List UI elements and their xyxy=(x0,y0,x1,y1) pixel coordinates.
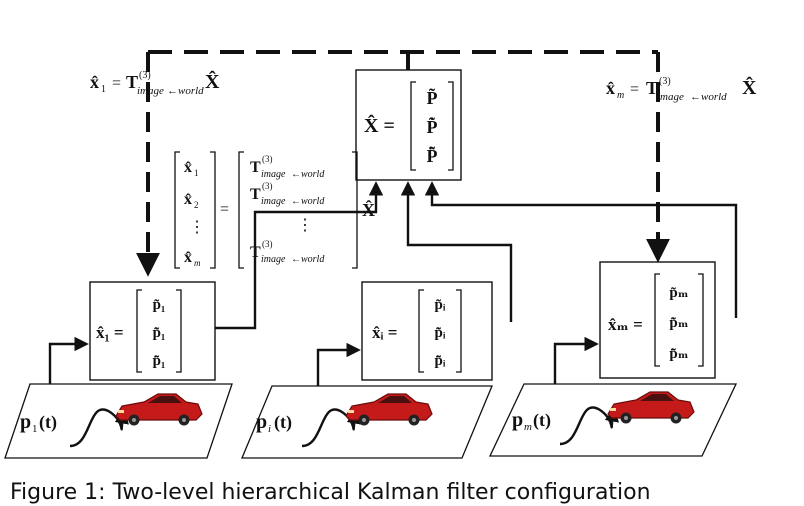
svg-text:←world: ←world xyxy=(690,91,727,103)
svg-text:(3): (3) xyxy=(262,181,273,191)
svg-text:=: = xyxy=(630,81,639,98)
svg-text:T: T xyxy=(250,186,261,203)
svg-text:⋮: ⋮ xyxy=(189,219,205,236)
svg-text:image: image xyxy=(261,169,286,180)
car-icon xyxy=(115,393,203,426)
svg-text:T: T xyxy=(250,159,261,176)
svg-text:=: = xyxy=(220,201,229,218)
svg-text:m: m xyxy=(617,90,624,101)
measurement-label-1: p 1 (t) xyxy=(20,411,57,435)
svg-text:(t): (t) xyxy=(39,412,57,433)
svg-text:p̃̈ₘ: p̃̈ₘ xyxy=(669,346,688,362)
equation-top-left: x̂ 1 = T (3) image ←world X̂ xyxy=(90,69,220,97)
svg-text:←world: ←world xyxy=(291,254,325,265)
svg-text:←world: ←world xyxy=(291,169,325,180)
global-state-box: X̂ = P̃ P̃̇ P̃̈ xyxy=(355,69,462,181)
car-icon xyxy=(607,391,695,424)
svg-text:x̂ᵢ =: x̂ᵢ = xyxy=(372,323,397,342)
measurement-label-m: p m (t) xyxy=(512,409,551,433)
svg-text:x̂: x̂ xyxy=(606,78,615,98)
svg-text:m: m xyxy=(194,258,201,268)
svg-text:←world: ←world xyxy=(167,85,204,97)
svg-text:x̂₁ =: x̂₁ = xyxy=(96,323,124,342)
upward-arrows xyxy=(215,181,738,330)
figure-caption: Figure 1: Two-level hierarchical Kalman … xyxy=(10,480,651,505)
svg-text:P̃: P̃ xyxy=(427,88,438,108)
svg-text:m: m xyxy=(524,421,532,433)
svg-text:T: T xyxy=(646,78,658,98)
diagram: x̂ 1 = T (3) image ←world X̂ x̂ m = T (3… xyxy=(4,50,757,459)
svg-text:=: = xyxy=(112,75,121,92)
svg-text:X̂ =: X̂ = xyxy=(364,113,395,137)
svg-text:x̂: x̂ xyxy=(90,72,99,92)
local-filter-box-1: x̂₁ = p̃₁ p̃̇₁ p̃̈₁ xyxy=(89,281,216,381)
svg-text:p̃ₘ: p̃ₘ xyxy=(669,285,688,301)
input-arrows xyxy=(48,336,599,390)
svg-text:p̃̇ᵢ: p̃̇ᵢ xyxy=(434,325,445,341)
svg-text:p̃̇ₘ: p̃̇ₘ xyxy=(669,315,688,331)
svg-text:x̂: x̂ xyxy=(184,191,192,208)
svg-text:image: image xyxy=(261,254,286,265)
svg-text:image: image xyxy=(261,196,286,207)
svg-text:1: 1 xyxy=(32,423,38,435)
svg-text:(3): (3) xyxy=(262,239,273,249)
svg-text:(3): (3) xyxy=(139,70,151,81)
svg-text:P̃̈: P̃̈ xyxy=(427,145,438,166)
subscript: 1 xyxy=(101,84,106,95)
trajectory-curve-icon xyxy=(69,406,619,448)
svg-text:x̂: x̂ xyxy=(184,249,192,266)
svg-text:image: image xyxy=(657,91,684,103)
svg-text:p̃̈₁: p̃̈₁ xyxy=(153,353,166,369)
svg-text:(3): (3) xyxy=(262,154,273,164)
measurement-label-i: p i (t) xyxy=(256,411,292,435)
local-filter-box-m: x̂ₘ = p̃ₘ p̃̇ₘ p̃̈ₘ xyxy=(599,261,716,379)
dashed-broadcast-lines xyxy=(136,50,670,277)
svg-text:←world: ←world xyxy=(291,196,325,207)
svg-text:p̃₁: p̃₁ xyxy=(153,297,166,313)
svg-text:(3): (3) xyxy=(659,76,671,87)
svg-text:p̃̇₁: p̃̇₁ xyxy=(153,325,166,341)
svg-text:image: image xyxy=(137,85,164,97)
svg-text:X̂: X̂ xyxy=(362,200,375,220)
svg-text:p: p xyxy=(512,409,523,431)
equation-top-right: x̂ m = T (3) image ←world X̂ xyxy=(606,75,757,103)
svg-text:p: p xyxy=(256,411,267,433)
svg-text:p̃̈ᵢ: p̃̈ᵢ xyxy=(434,353,445,369)
svg-text:(t): (t) xyxy=(274,412,292,433)
svg-text:2: 2 xyxy=(194,200,199,210)
svg-text:x̂ₘ =: x̂ₘ = xyxy=(608,315,643,334)
svg-text:T: T xyxy=(126,72,138,92)
local-filter-box-i: x̂ᵢ = p̃ᵢ p̃̇ᵢ p̃̈ᵢ xyxy=(361,281,493,381)
svg-text:P̃̇: P̃̇ xyxy=(427,117,438,137)
svg-text:⋮: ⋮ xyxy=(297,217,313,234)
svg-text:p̃ᵢ: p̃ᵢ xyxy=(434,297,445,313)
car-icon xyxy=(345,393,433,426)
stacked-equation: x̂ 1 x̂ 2 ⋮ x̂ m = T (3) image ←world T … xyxy=(174,151,375,269)
svg-text:X̂: X̂ xyxy=(742,75,757,99)
svg-text:(t): (t) xyxy=(533,410,551,431)
svg-text:p: p xyxy=(20,411,31,433)
svg-text:i: i xyxy=(268,423,271,435)
svg-text:1: 1 xyxy=(194,168,199,178)
svg-text:X̂: X̂ xyxy=(205,69,220,93)
svg-text:x̂: x̂ xyxy=(184,159,192,176)
